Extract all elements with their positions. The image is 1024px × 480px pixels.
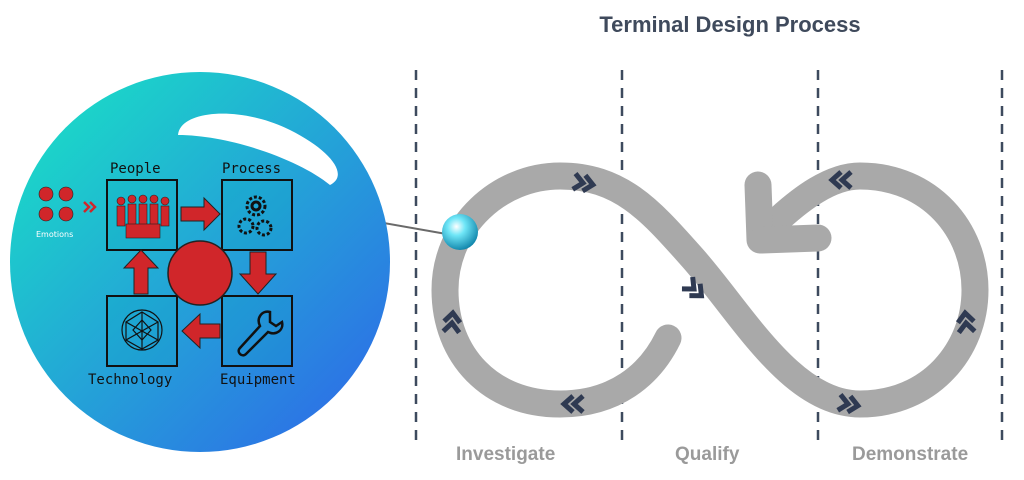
- framework-circle: People Process Technology Equipment Emot…: [10, 72, 390, 452]
- people-icon: [116, 194, 170, 239]
- phase-qualify: Qualify: [675, 444, 740, 465]
- label-emotions: Emotions: [36, 230, 73, 239]
- emotion-arrow-icon: [83, 201, 97, 213]
- bead-marker: [442, 214, 478, 250]
- page-title: Terminal Design Process: [599, 12, 861, 37]
- phase-demonstrate: Demonstrate: [852, 444, 969, 465]
- infinity-track: [431, 162, 989, 418]
- network-sphere-icon: [121, 309, 163, 351]
- label-technology: Technology: [88, 372, 172, 388]
- wrench-icon: [237, 310, 284, 357]
- label-equipment: Equipment: [220, 372, 296, 388]
- connector-line: [377, 221, 453, 236]
- emotion-faces-icon: [38, 186, 74, 222]
- phase-investigate: Investigate: [456, 444, 556, 465]
- label-process: Process: [222, 161, 281, 177]
- gears-icon: [237, 195, 273, 237]
- label-people: People: [110, 161, 161, 177]
